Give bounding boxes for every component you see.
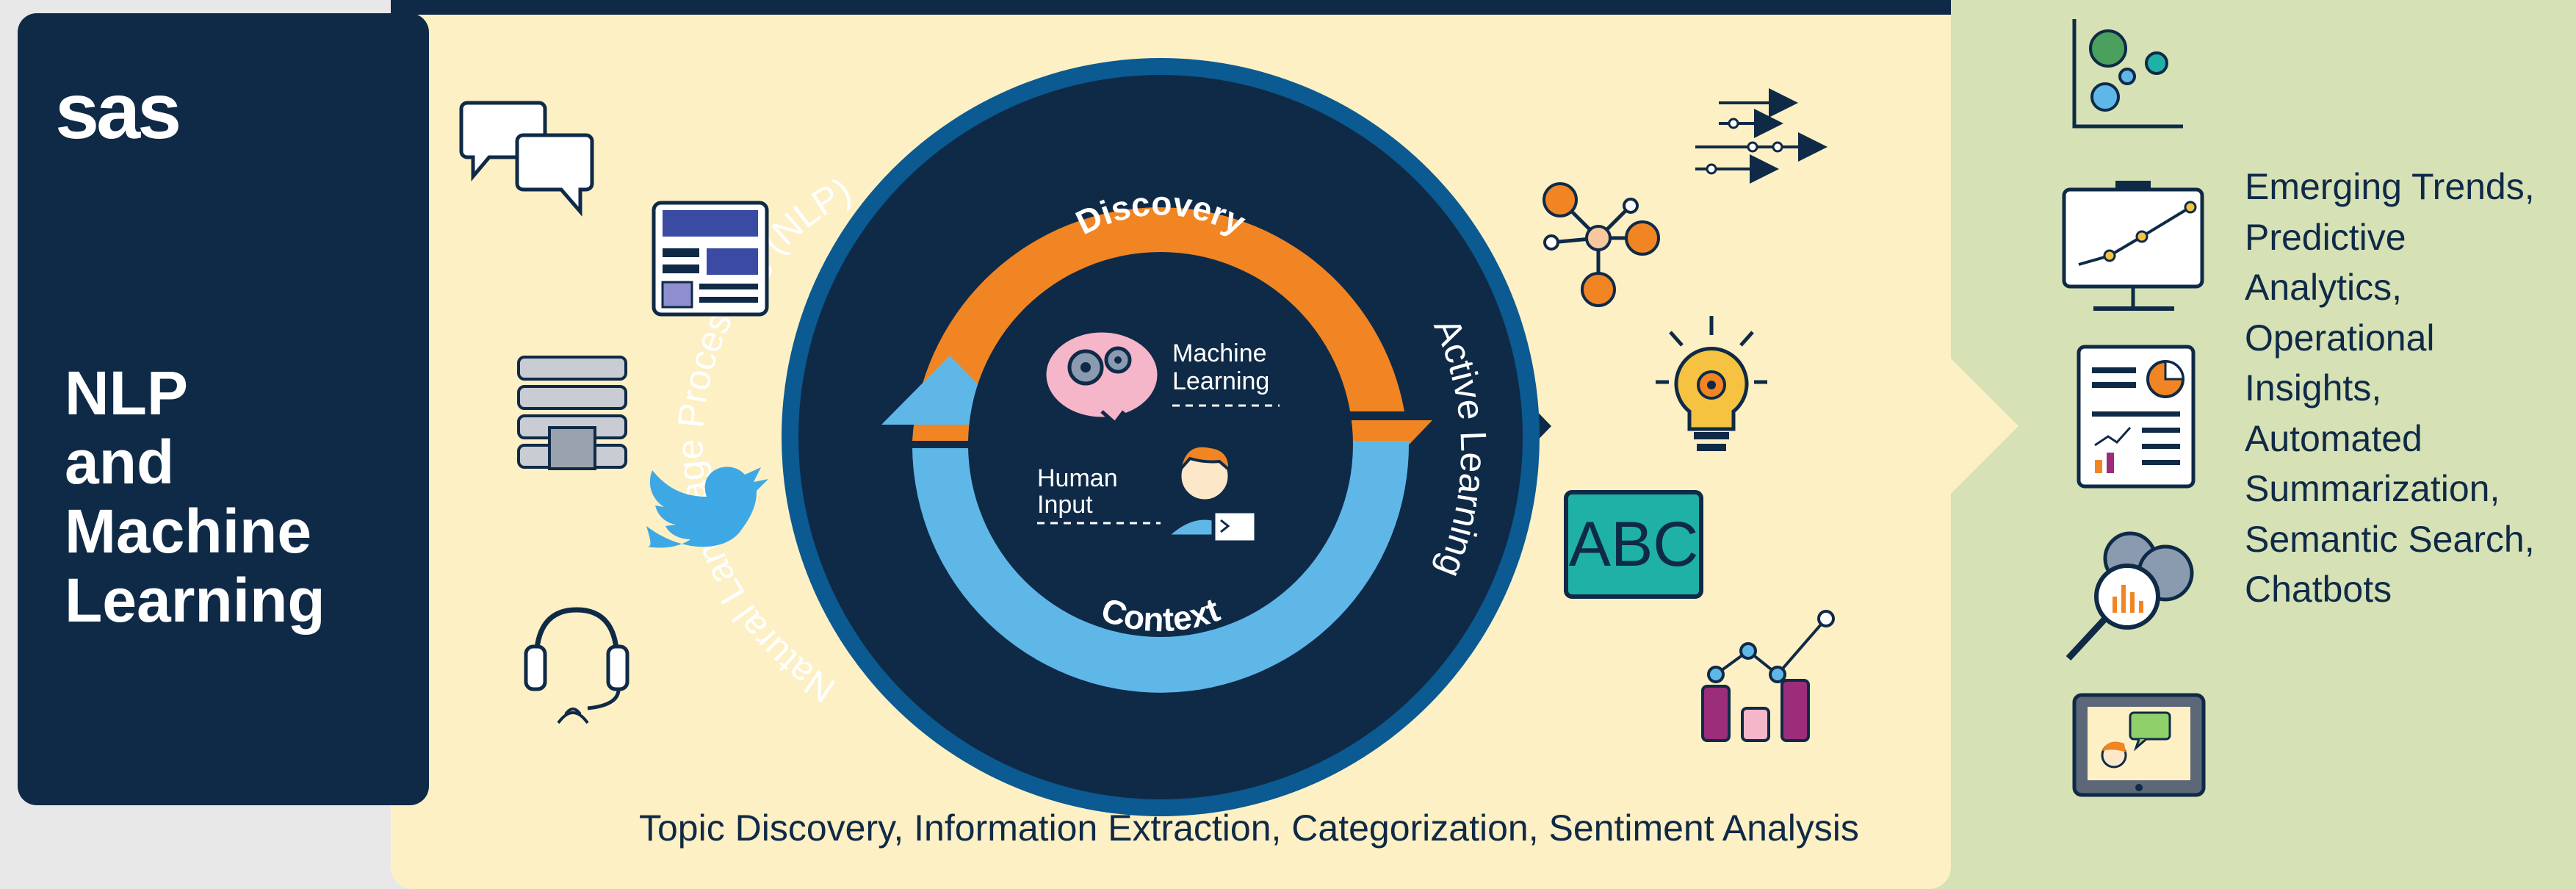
outputs-list: Emerging Trends, Predictive Analytics, O… — [2245, 162, 2535, 615]
page-title: NLP and Machine Learning — [65, 359, 325, 635]
machine-learning-line-1: Machine — [1172, 339, 1267, 367]
inner-core — [968, 252, 1353, 637]
report-document-icon — [2077, 345, 2196, 489]
title-line: Machine — [65, 497, 312, 566]
machine-learning-line-2: Learning — [1172, 367, 1269, 395]
human-terminal-icon — [1161, 444, 1258, 544]
news-article-icon — [652, 201, 769, 317]
context-arrow — [912, 441, 1410, 693]
outputs-line: Chatbots — [2245, 569, 2392, 610]
bar-trend-chart-icon — [1701, 610, 1835, 742]
sas-logo: sas — [55, 66, 181, 155]
outputs-line: Semantic Search, — [2245, 518, 2535, 560]
lightbulb-gear-icon — [1656, 316, 1767, 451]
bottom-caption: Topic Discovery, Information Extraction,… — [639, 807, 1859, 849]
twitter-bird-icon — [646, 467, 768, 548]
outputs-line: Analytics, — [2245, 267, 2402, 308]
chat-bubbles-icon — [459, 101, 594, 217]
title-line: Learning — [65, 566, 325, 635]
flow-arrows-icon — [1695, 88, 1828, 184]
presentation-board-icon — [2062, 181, 2204, 311]
gears-magnifier-icon — [2066, 531, 2194, 661]
title-panel — [18, 13, 429, 805]
network-graph-icon — [1543, 182, 1660, 307]
outputs-line: Operational — [2245, 317, 2435, 359]
title-line: NLP — [65, 359, 188, 428]
headset-icon — [524, 607, 629, 724]
monitor-chat-icon — [2072, 693, 2206, 797]
abc-text-icon: ABC — [1564, 490, 1703, 599]
title-line: and — [65, 428, 175, 497]
process-panel-top-bar — [391, 0, 1951, 15]
human-input-line-1: Human — [1037, 464, 1118, 492]
outputs-line: Automated — [2245, 417, 2422, 459]
outputs-line: Summarization, — [2245, 468, 2500, 509]
outputs-arrow-tip — [1951, 359, 2018, 494]
discovery-arrow — [912, 207, 1404, 441]
brain-gears-icon — [1042, 328, 1161, 426]
outputs-line: Insights, — [2245, 367, 2382, 408]
abc-label: ABC — [1569, 509, 1699, 580]
human-input-line-2: Input — [1037, 491, 1093, 519]
outputs-line: Predictive — [2245, 216, 2406, 258]
scatter-plot-icon — [2072, 19, 2183, 129]
outputs-line: Emerging Trends, — [2245, 166, 2535, 207]
server-stack-icon — [517, 356, 627, 470]
